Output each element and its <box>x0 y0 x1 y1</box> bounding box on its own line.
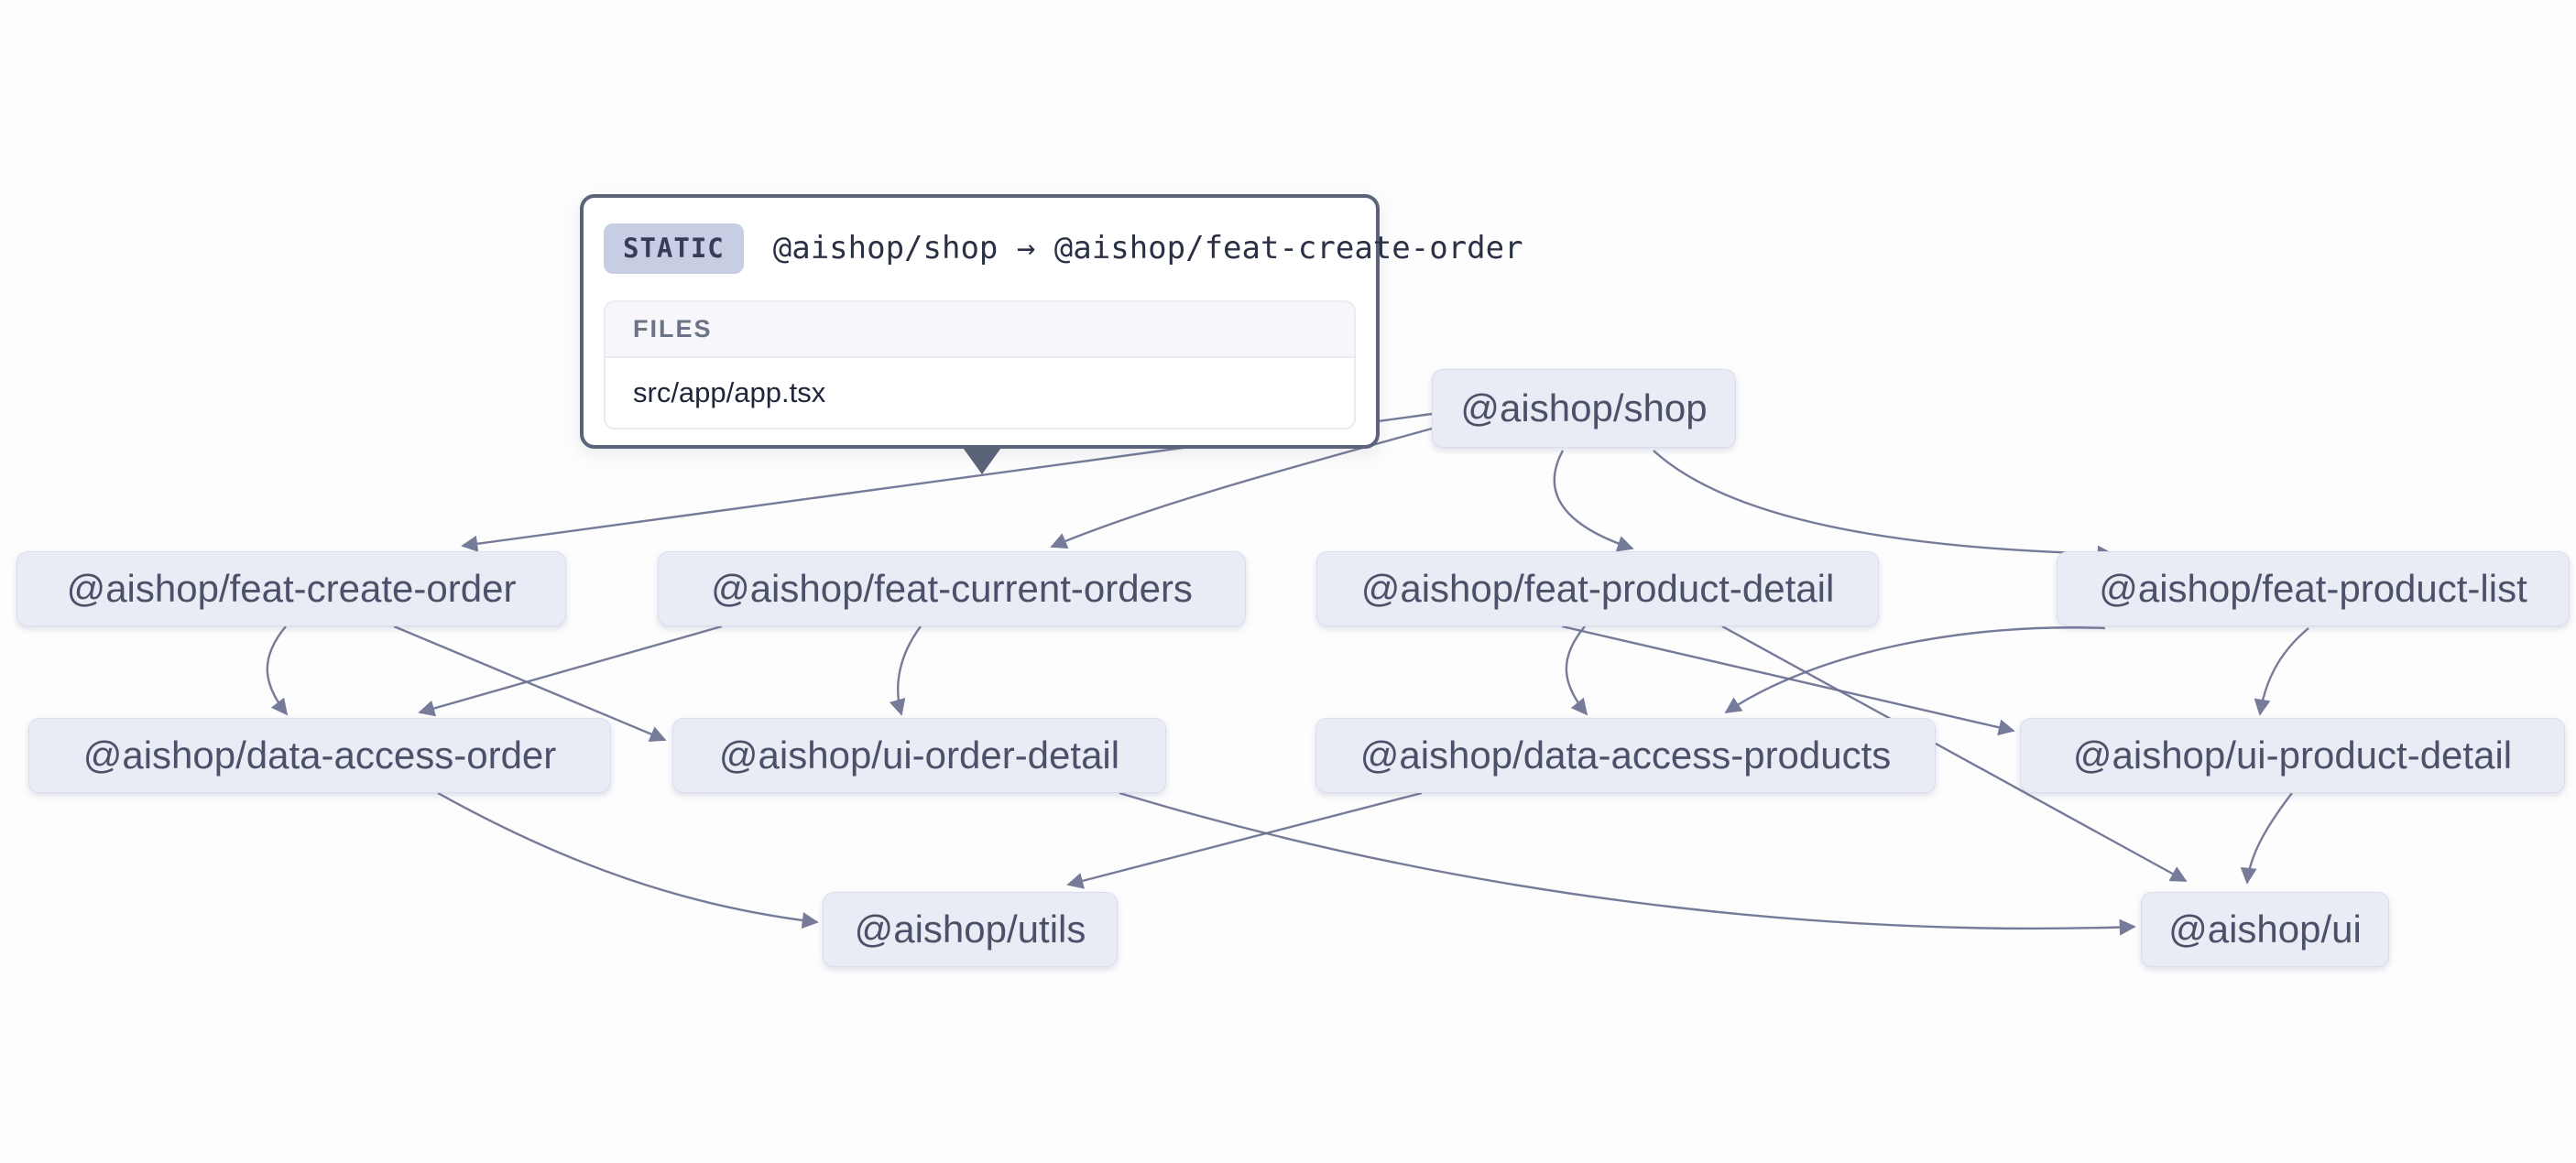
edge-feat-product-list-ui-product-detail[interactable] <box>2254 627 2309 716</box>
graph-node-data-access-order[interactable]: @aishop/data-access-order <box>28 718 611 793</box>
edge-tooltip: STATIC @aishop/shop → @aishop/feat-creat… <box>580 194 1523 474</box>
graph-node-feat-product-list[interactable]: @aishop/feat-product-list <box>2057 551 2570 626</box>
files-section-label: FILES <box>606 302 1354 358</box>
tooltip-pointer-icon <box>961 445 1003 474</box>
graph-node-shop[interactable]: @aishop/shop <box>1432 369 1736 448</box>
edge-feat-current-orders-data-access-order[interactable] <box>418 625 723 717</box>
edge-shop-feat-current-orders[interactable] <box>1050 427 1433 549</box>
edge-feat-current-orders-ui-order-detail[interactable] <box>889 625 922 716</box>
edge-tooltip-header: STATIC @aishop/shop → @aishop/feat-creat… <box>584 198 1523 278</box>
graph-node-feat-product-detail[interactable]: @aishop/feat-product-detail <box>1316 551 1879 626</box>
edge-feat-create-order-ui-order-detail[interactable] <box>393 625 667 743</box>
edge-ui-order-detail-ui[interactable] <box>1119 791 2136 936</box>
edge-shop-feat-product-list[interactable] <box>1653 450 2114 562</box>
edge-file-path: src/app/app.tsx <box>606 358 1354 428</box>
graph-node-ui[interactable]: @aishop/ui <box>2141 892 2389 967</box>
edge-shop-feat-product-detail[interactable] <box>1553 450 1634 552</box>
edge-data-access-order-utils[interactable] <box>437 791 819 929</box>
graph-node-ui-product-detail[interactable]: @aishop/ui-product-detail <box>2020 718 2565 793</box>
edge-feat-product-list-data-access-products[interactable] <box>1724 626 2106 714</box>
edge-feat-product-detail-ui[interactable] <box>1721 625 2188 883</box>
graph-node-data-access-products[interactable]: @aishop/data-access-products <box>1315 718 1936 793</box>
edge-ui-product-detail-ui[interactable] <box>2240 792 2293 885</box>
edge-feat-product-detail-data-access-products[interactable] <box>1565 625 1588 716</box>
graph-node-feat-current-orders[interactable]: @aishop/feat-current-orders <box>658 551 1246 626</box>
graph-node-utils[interactable]: @aishop/utils <box>823 892 1118 967</box>
edge-type-badge: STATIC <box>604 223 744 274</box>
edge-tooltip-title: @aishop/shop → @aishop/feat-create-order <box>772 230 1523 266</box>
edge-data-access-products-utils[interactable] <box>1066 791 1423 889</box>
graph-node-feat-create-order[interactable]: @aishop/feat-create-order <box>16 551 566 626</box>
graph-node-ui-order-detail[interactable]: @aishop/ui-order-detail <box>672 718 1166 793</box>
edge-feat-create-order-data-access-order[interactable] <box>266 625 289 716</box>
edge-files-panel: FILES src/app/app.tsx <box>604 300 1356 429</box>
